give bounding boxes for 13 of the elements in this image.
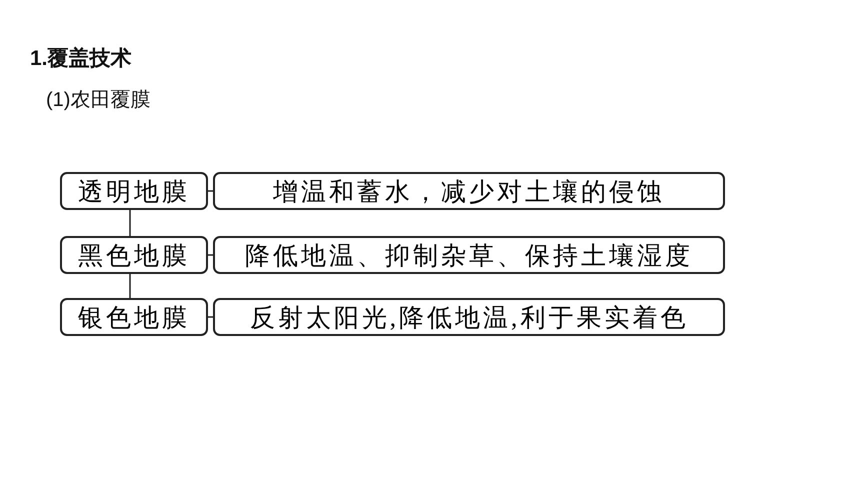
connector-line (208, 254, 213, 256)
description-box: 增温和蓄水，减少对土壤的侵蚀 (213, 172, 725, 210)
description-box: 降低地温、抑制杂草、保持土壤湿度 (213, 236, 725, 274)
connector-line (129, 210, 131, 236)
description-box: 反射太阳光,降低地温,利于果实着色 (213, 298, 725, 336)
term-box: 透明地膜 (60, 172, 208, 210)
subheading: (1)农田覆膜 (46, 88, 150, 113)
heading: 1.覆盖技术 (30, 46, 132, 72)
connector-line (208, 316, 213, 318)
connector-line (208, 190, 213, 192)
term-box: 银色地膜 (60, 298, 208, 336)
term-box: 黑色地膜 (60, 236, 208, 274)
connector-line (129, 274, 131, 298)
